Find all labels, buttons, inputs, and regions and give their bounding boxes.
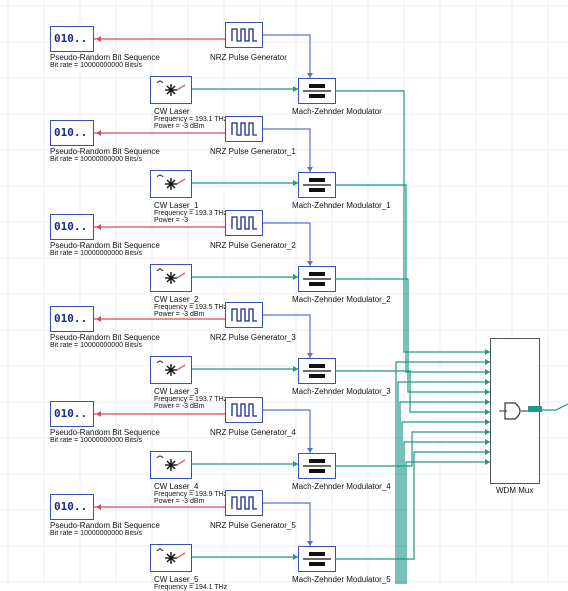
cw-laser-block[interactable] [150, 451, 192, 479]
cw-laser-block[interactable] [150, 264, 192, 292]
cw-laser-frequency-label: Frequency = 193.7 THz [154, 396, 228, 403]
mzm-name-label: Mach-Zehnder Modulator_2 [292, 295, 391, 304]
cw-laser-block[interactable] [150, 76, 192, 104]
prbs-block[interactable]: 010.. [50, 494, 94, 520]
prbs-block[interactable]: 010.. [50, 26, 94, 52]
cw-laser-power-label: Power = -3 dBm [154, 123, 205, 130]
laser-star-icon [156, 174, 186, 190]
nrz-name-label: NRZ Pulse Generator_4 [210, 428, 296, 437]
mzm-name-label: Mach-Zehnder Modulator_1 [292, 201, 391, 210]
nrz-name-label: NRZ Pulse Generator_5 [210, 521, 296, 530]
laser-star-icon [156, 455, 186, 471]
mzm-name-label: Mach-Zehnder Modulator_4 [292, 482, 391, 491]
cw-laser-frequency-label: Frequency = 193.1 THz [154, 116, 228, 123]
cw-laser-power-label: Power = -3 dBm [154, 403, 205, 410]
prbs-block[interactable]: 010.. [50, 401, 94, 427]
cw-laser-power-label: Power = -3 [154, 217, 189, 224]
mach-zehnder-modulator-block[interactable] [298, 546, 336, 572]
cw-laser-name-label: CW Laser_4 [154, 482, 199, 491]
nrz-pulse-generator-block[interactable] [225, 116, 263, 142]
modulator-icon [303, 364, 331, 378]
wdm-mux-block[interactable] [490, 338, 540, 484]
cw-laser-power-label: Power = -3 dBm [154, 498, 205, 505]
modulator-icon [303, 272, 331, 286]
cw-laser-frequency-label: Frequency = 194.1 THz [154, 584, 228, 591]
cw-laser-block[interactable] [150, 170, 192, 198]
nrz-pulse-generator-block[interactable] [225, 210, 263, 236]
cw-laser-frequency-label: Frequency = 193.9 THz [154, 491, 228, 498]
modulator-icon [303, 84, 331, 98]
prbs-bitrate-label: Bit rate = 10000000000 Bits/s [50, 437, 143, 444]
prbs-bitrate-label: Bit rate = 10000000000 Bits/s [50, 342, 143, 349]
nrz-name-label: NRZ Pulse Generator_1 [210, 147, 296, 156]
mach-zehnder-modulator-block[interactable] [298, 453, 336, 479]
cw-laser-name-label: CW Laser [154, 107, 190, 116]
modulator-icon [303, 178, 331, 192]
prbs-block[interactable]: 010.. [50, 214, 94, 240]
prbs-name-label: Pseudo-Random Bit Sequence [50, 241, 160, 250]
nrz-name-label: NRZ Pulse Generator_2 [210, 241, 296, 250]
mzm-name-label: Mach-Zehnder Modulator_3 [292, 387, 391, 396]
mach-zehnder-modulator-block[interactable] [298, 266, 336, 292]
prbs-block[interactable]: 010.. [50, 120, 94, 146]
cw-laser-frequency-label: Frequency = 193.3 THz [154, 210, 228, 217]
cw-laser-name-label: CW Laser_3 [154, 387, 199, 396]
cw-laser-block[interactable] [150, 544, 192, 572]
cw-laser-name-label: CW Laser_5 [154, 575, 199, 584]
cw-laser-name-label: CW Laser_2 [154, 295, 199, 304]
cw-laser-power-label: Power = -3 dBm [154, 311, 205, 318]
laser-star-icon [156, 548, 186, 564]
cw-laser-name-label: CW Laser_1 [154, 201, 199, 210]
square-pulse-icon [231, 28, 257, 42]
nrz-pulse-generator-block[interactable] [225, 22, 263, 48]
mzm-name-label: Mach-Zehnder Modulator [292, 107, 382, 116]
cw-laser-block[interactable] [150, 356, 192, 384]
modulator-icon [303, 459, 331, 473]
wdm-mux-name-label: WDM Mux [496, 486, 534, 495]
prbs-bitrate-label: Bit rate = 10000000000 Bits/s [50, 62, 143, 69]
prbs-block[interactable]: 010.. [50, 306, 94, 332]
prbs-name-label: Pseudo-Random Bit Sequence [50, 147, 160, 156]
prbs-bitrate-label: Bit rate = 10000000000 Bits/s [50, 156, 143, 163]
prbs-name-label: Pseudo-Random Bit Sequence [50, 428, 160, 437]
square-pulse-icon [231, 122, 257, 136]
square-pulse-icon [231, 403, 257, 417]
modulator-icon [303, 552, 331, 566]
multiplexer-icon [499, 402, 533, 420]
nrz-pulse-generator-block[interactable] [225, 397, 263, 423]
square-pulse-icon [231, 216, 257, 230]
cw-laser-frequency-label: Frequency = 193.5 THz [154, 304, 228, 311]
mzm-name-label: Mach-Zehnder Modulator_5 [292, 575, 391, 584]
mach-zehnder-modulator-block[interactable] [298, 78, 336, 104]
nrz-pulse-generator-block[interactable] [225, 490, 263, 516]
laser-star-icon [156, 360, 186, 376]
nrz-name-label: NRZ Pulse Generator [210, 53, 287, 62]
laser-star-icon [156, 80, 186, 96]
mach-zehnder-modulator-block[interactable] [298, 172, 336, 198]
prbs-bitrate-label: Bit rate = 10000000000 Bits/s [50, 250, 143, 257]
square-pulse-icon [231, 308, 257, 322]
square-pulse-icon [231, 496, 257, 510]
mach-zehnder-modulator-block[interactable] [298, 358, 336, 384]
nrz-name-label: NRZ Pulse Generator_3 [210, 333, 296, 342]
prbs-name-label: Pseudo-Random Bit Sequence [50, 521, 160, 530]
nrz-pulse-generator-block[interactable] [225, 302, 263, 328]
prbs-name-label: Pseudo-Random Bit Sequence [50, 333, 160, 342]
prbs-bitrate-label: Bit rate = 10000000000 Bits/s [50, 530, 143, 537]
prbs-name-label: Pseudo-Random Bit Sequence [50, 53, 160, 62]
laser-star-icon [156, 268, 186, 284]
